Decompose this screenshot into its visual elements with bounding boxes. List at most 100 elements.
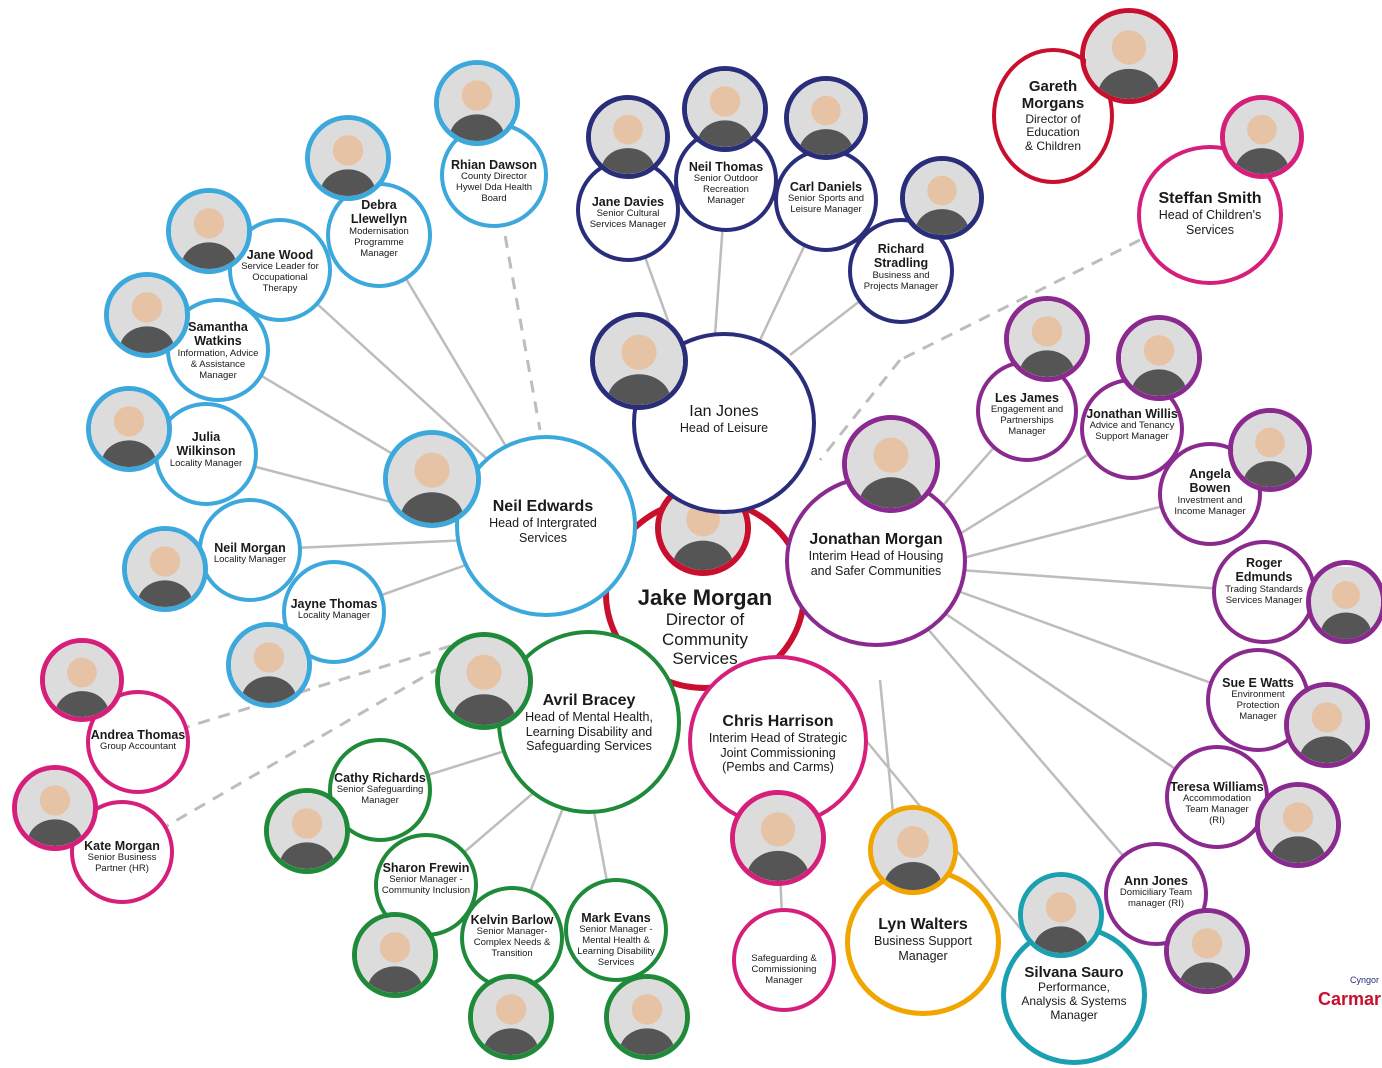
person-icon xyxy=(357,917,433,993)
person-icon xyxy=(473,979,549,1055)
label-neil-edwards: Neil Edwards Head of Intergrated Service… xyxy=(489,498,597,545)
person-icon xyxy=(1289,687,1365,763)
person-icon xyxy=(440,637,528,725)
person-icon xyxy=(109,277,185,353)
photo-kelvin-barlow xyxy=(468,974,554,1060)
person-icon xyxy=(171,193,247,269)
person-icon xyxy=(91,391,167,467)
person-icon xyxy=(847,420,935,508)
person-icon xyxy=(439,65,515,141)
person-icon xyxy=(905,161,979,235)
label-ann-jones: Ann Jones Domiciliary Team manager (RI) xyxy=(1119,874,1193,910)
person-icon xyxy=(1260,787,1336,863)
label-avril-bracey: Avril Bracey Head of Mental Health, Lear… xyxy=(525,692,653,754)
person-icon xyxy=(609,979,685,1055)
person-icon xyxy=(789,81,863,155)
label-sharon-frewin: Sharon Frewin Senior Manager - Community… xyxy=(381,861,471,897)
photo-lyn-walters xyxy=(868,805,958,895)
person-icon xyxy=(1121,320,1197,396)
label-debra-llewellyn: Debra Llewellyn Modernisation Programme … xyxy=(349,198,409,259)
person-icon xyxy=(1311,567,1381,639)
photo-silvana-sauro xyxy=(1018,872,1104,958)
label-gareth-morgans: Gareth Morgans Director of Education & C… xyxy=(1021,78,1085,154)
person-icon xyxy=(687,71,763,147)
photo-kate-morgan xyxy=(12,765,98,851)
label-teresa-williams: Teresa Williams Accommodation Team Manag… xyxy=(1170,780,1264,827)
person-icon xyxy=(1169,913,1245,989)
photo-gareth-morgans xyxy=(1080,8,1178,104)
connector-line xyxy=(919,619,1157,895)
council-logo: Cyngor Carmar xyxy=(1318,975,1382,1015)
label-carl-daniels: Carl Daniels Senior Sports and Leisure M… xyxy=(787,180,865,216)
photo-andrea-thomas xyxy=(40,638,124,722)
photo-roger-edmunds xyxy=(1306,560,1382,644)
photo-ian-jones xyxy=(590,312,688,410)
dashed-connector xyxy=(899,238,1141,362)
logo-top-text: Cyngor xyxy=(1350,975,1380,985)
photo-mark-evans xyxy=(604,974,690,1060)
dashed-connector xyxy=(818,359,902,461)
label-cathy-richards: Cathy Richards Senior Safeguarding Manag… xyxy=(334,771,426,807)
label-mark-evans: Mark Evans Senior Manager - Mental Healt… xyxy=(577,911,655,969)
photo-neil-edwards xyxy=(383,430,481,528)
label-silvana-sauro: Silvana Sauro Performance, Analysis & Sy… xyxy=(1021,964,1127,1022)
label-chris-harrison: Chris Harrison Interim Head of Strategic… xyxy=(708,713,848,775)
label-jonathan-morgan: Jonathan Morgan Interim Head of Housing … xyxy=(808,531,944,578)
label-neil-thomas: Neil Thomas Senior Outdoor Recreation Ma… xyxy=(688,160,764,207)
person-icon xyxy=(1086,13,1172,99)
label-jane-davies: Jane Davies Senior Cultural Services Man… xyxy=(589,195,667,231)
name-jake-morgan: Jake Morgan xyxy=(637,585,773,610)
photo-jane-davies xyxy=(586,95,670,179)
photo-angela-bowen xyxy=(1228,408,1312,492)
person-icon xyxy=(595,317,683,405)
photo-jayne-thomas xyxy=(226,622,312,708)
photo-chris-harrison xyxy=(730,790,826,886)
person-icon xyxy=(1009,301,1085,377)
label-kate-morgan: Kate Morgan Senior Business Partner (HR) xyxy=(84,839,160,875)
person-icon xyxy=(17,770,93,846)
node-andrea-thomas xyxy=(86,690,190,794)
node-safeguarding-commissioning xyxy=(732,908,836,1012)
node-mark-evans xyxy=(564,878,668,982)
label-angela-bowen: Angela Bowen Investment and Income Manag… xyxy=(1174,467,1246,517)
photo-julia-wilkinson xyxy=(86,386,172,472)
photo-rhian-dawson xyxy=(434,60,520,146)
label-jane-wood: Jane Wood Service Leader for Occupationa… xyxy=(241,248,319,295)
photo-sharon-frewin xyxy=(352,912,438,998)
logo-bottom-text: Carmar xyxy=(1318,989,1382,1009)
person-icon xyxy=(310,120,386,196)
label-kelvin-barlow: Kelvin Barlow Senior Manager- Complex Ne… xyxy=(470,913,554,960)
photo-teresa-williams xyxy=(1255,782,1341,868)
node-neil-edwards xyxy=(455,435,637,617)
photo-carl-daniels xyxy=(784,76,868,160)
person-icon xyxy=(1233,413,1307,487)
label-neil-morgan: Neil Morgan Locality Manager xyxy=(213,541,287,566)
photo-samantha-watkins xyxy=(104,272,190,358)
label-richard-stradling: Richard Stradling Business and Projects … xyxy=(863,242,939,292)
person-icon xyxy=(388,435,476,523)
label-roger-edmunds: Roger Edmunds Trading Standards Services… xyxy=(1225,556,1303,606)
label-andrea-thomas: Andrea Thomas Group Accountant xyxy=(90,728,186,753)
dashed-connector xyxy=(121,648,471,854)
photo-cathy-richards xyxy=(264,788,350,874)
label-jayne-thomas: Jayne Thomas Locality Manager xyxy=(290,597,378,622)
person-icon xyxy=(231,627,307,703)
label-lyn-walters: Lyn Walters Business Support Manager xyxy=(874,916,972,963)
photo-neil-morgan xyxy=(122,526,208,612)
person-icon xyxy=(269,793,345,869)
node-jayne-thomas xyxy=(282,560,386,664)
connector-line xyxy=(954,588,1259,702)
label-les-james: Les James Engagement and Partnerships Ma… xyxy=(990,391,1064,438)
photo-neil-thomas xyxy=(682,66,768,152)
person-icon xyxy=(45,643,119,717)
photo-jane-wood xyxy=(166,188,252,274)
photo-sue-e-watts xyxy=(1284,682,1370,768)
label-safeguarding-commissioning: Safeguarding & Commissioning Manager xyxy=(751,953,817,986)
photo-jonathan-morgan xyxy=(842,415,940,513)
label-jake-morgan: Jake Morgan Director of Community Servic… xyxy=(605,585,805,669)
person-icon xyxy=(127,531,203,607)
photo-les-james xyxy=(1004,296,1090,382)
person-icon xyxy=(873,810,953,890)
photo-richard-stradling xyxy=(900,156,984,240)
photo-jonathan-willis xyxy=(1116,315,1202,401)
